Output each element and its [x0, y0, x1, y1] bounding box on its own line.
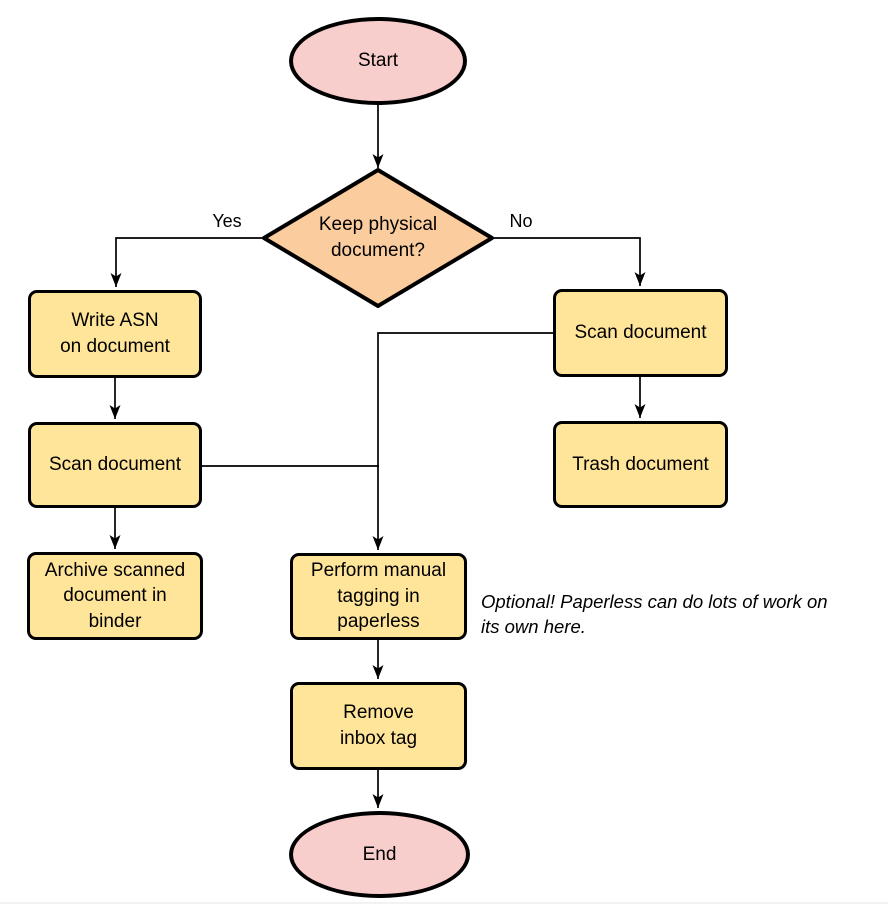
- node-write-asn-label: Write ASN on document: [60, 310, 170, 357]
- node-end: End: [289, 811, 470, 898]
- node-decision-label: Keep physical document?: [318, 214, 438, 261]
- edge-label-yes: Yes: [212, 211, 242, 231]
- node-scan-document-right: Scan document: [553, 289, 728, 377]
- node-trash-document-label: Trash document: [572, 453, 709, 475]
- node-archive-binder-label: Archive scanned document in binder: [44, 559, 186, 632]
- node-decision: Keep physical document?: [270, 170, 486, 306]
- node-end-label: End: [362, 843, 397, 865]
- node-scan-document-right-label: Scan document: [574, 322, 707, 344]
- node-archive-binder: Archive scanned document in binder: [27, 552, 203, 640]
- node-write-asn: Write ASN on document: [28, 290, 202, 378]
- node-remove-inbox-tag: Remove inbox tag: [290, 682, 467, 770]
- node-scan-document-left-label: Scan document: [48, 454, 182, 476]
- node-manual-tagging-label: Perform manual tagging in paperless: [310, 560, 447, 633]
- node-remove-inbox-tag-label: Remove inbox tag: [339, 702, 418, 749]
- node-scan-document-left: Scan document: [28, 422, 202, 508]
- node-start-label: Start: [357, 50, 399, 72]
- node-start: Start: [289, 17, 467, 105]
- node-manual-tagging: Perform manual tagging in paperless: [290, 553, 467, 640]
- optional-annotation: Optional! Paperless can do lots of work …: [481, 591, 828, 637]
- node-trash-document: Trash document: [553, 421, 728, 508]
- edge-label-no: No: [509, 211, 533, 231]
- edge-decision-yes: [110, 237, 264, 287]
- decision-diamond-shape: [262, 168, 494, 308]
- edge-scanright-to-tagging: [372, 332, 553, 550]
- edge-decision-no: [492, 237, 646, 286]
- page-bottom-divider: [0, 902, 888, 904]
